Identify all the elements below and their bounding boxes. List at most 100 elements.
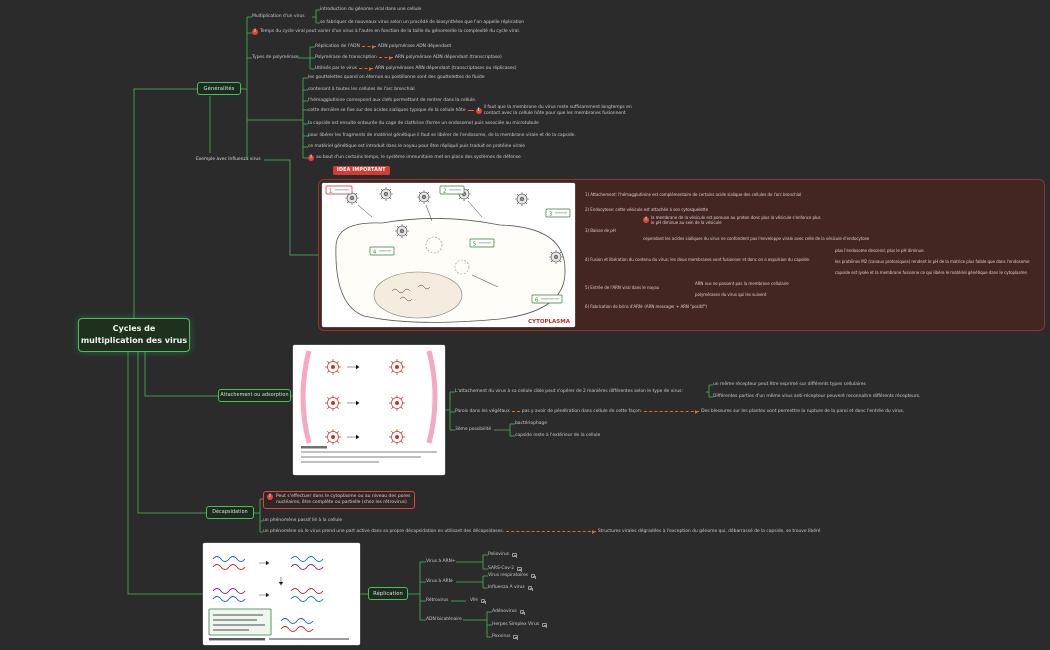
topic-decapsidation[interactable]: Décapsidation <box>206 506 254 519</box>
root-topic[interactable]: Cycles de multiplication des virus <box>78 318 190 352</box>
node-note-hemagglutinine[interactable]: l'hémagglutinine correspond aux clefs pe… <box>308 98 477 103</box>
virus-name: Herpes Simplex Virus <box>492 622 540 627</box>
endosome-icon <box>454 259 470 275</box>
node-step3-acides-sialiques[interactable]: cependant les acides sialiques du virus … <box>643 236 870 241</box>
node-vih[interactable]: VIH <box>470 598 486 604</box>
virus-name: SARS-Cov-2 <box>488 566 515 571</box>
virus-name: VIH <box>470 598 478 603</box>
node-note-arc-bronchial[interactable]: contenant à toutes les cellules de l'arc… <box>308 87 415 92</box>
node-step5-entree-arn[interactable]: 5) Entrée de l'ARN viral dans le noyau <box>585 285 660 290</box>
node-note-systeme-immunitaire[interactable]: ! au bout d'un certains temps, le systèm… <box>308 155 521 161</box>
node-herpes-simplex-virus[interactable]: Herpes Simplex Virus <box>492 622 547 628</box>
svg-text:4: 4 <box>373 250 376 256</box>
node-polymerase-transcription[interactable]: Polymérase de transcription ARN polyméra… <box>315 55 502 61</box>
topic-attachement[interactable]: Attachement ou adsorption <box>218 389 291 402</box>
decapsidation-alert-text: Peut s'effectuer dans le cytoplasme ou a… <box>276 494 411 505</box>
node-step3-baisse-ph[interactable]: 3) Baisse de pH <box>585 228 616 233</box>
alert-icon: ! <box>643 217 649 223</box>
cell-nucleus-icon <box>373 271 463 319</box>
node-attachement-modes[interactable]: L'attachement du virus à sa cellule cibl… <box>455 389 683 394</box>
node-note-acides-sialiques[interactable]: cette dernière se fixe sur des acides si… <box>308 105 644 116</box>
topic-generalites[interactable]: Généralités <box>197 82 241 95</box>
node-phenomene-actif[interactable]: un phénomène où le virus prend une part … <box>263 529 820 535</box>
figure-attachment-image[interactable] <box>293 345 445 475</box>
flow-arrows-icon <box>347 364 360 440</box>
node-step5-polymerases[interactable]: polymérases du virus qui les suivent <box>695 292 767 297</box>
orange-dash-arrow <box>644 409 700 414</box>
figure-caption-bars <box>209 638 349 641</box>
actif-note: Structures virales dégradées à l'excepti… <box>597 529 821 534</box>
node-polymerase-virus[interactable]: Utilisés par le virus ARN polymérases AR… <box>315 66 516 72</box>
node-adenovirus[interactable]: Adénovirus <box>492 609 525 615</box>
alert-icon: ! <box>252 29 258 35</box>
virus-name: Poliovirus <box>488 552 510 557</box>
node-influenza-a-virus[interactable]: Influenza A virus <box>488 585 533 591</box>
node-step4-endosome-ph[interactable]: plus l'endosome descend, plus le pH dimi… <box>835 248 925 253</box>
poly-right: ARN polymérases ARN dépendant (transcrip… <box>374 66 517 71</box>
virus-name: Poxvirus <box>492 634 511 639</box>
link-icon[interactable] <box>480 598 486 604</box>
node-note-noyau[interactable]: ce matériel génétique est introduit dans… <box>308 144 525 149</box>
figure-replication-image[interactable] <box>203 543 360 645</box>
topic-replication[interactable]: Réplication <box>368 587 408 600</box>
node-troisieme-possibilite[interactable]: 3ème possibilité <box>455 427 492 432</box>
link-icon[interactable] <box>517 566 522 572</box>
link-icon[interactable] <box>519 609 525 615</box>
node-step5-arn-nus[interactable]: ARN nus ne passent pas la membrane cellu… <box>695 281 789 286</box>
node-temps-cycle[interactable]: ! Temps du cycle viral peut varier d'un … <box>252 29 520 35</box>
node-step1-attachement[interactable]: 1) Attachement: l'hémagglutinine est com… <box>585 192 802 197</box>
idea-important-badge[interactable]: IDEA IMPORTANT <box>333 166 390 175</box>
node-virus-arn-moins[interactable]: Virus à ARN- <box>426 579 454 584</box>
node-differentes-parties[interactable]: Différentes parties d'un même virus anti… <box>713 394 921 399</box>
node-meme-recepteur[interactable]: un même récepteur peut être exprimé sur … <box>713 382 866 387</box>
node-parois-vegetaux[interactable]: Parois dans les végétaux pas y avoir de … <box>455 409 904 415</box>
node-retrovirus[interactable]: Rétrovirus <box>426 598 449 603</box>
note-immunitaire-label: au bout d'un certains temps, le système … <box>316 155 521 161</box>
figure1-step-markers: 1 2 3 4 5 6 <box>325 185 571 304</box>
poly-left: Utilisés par le virus <box>315 66 357 71</box>
poly-left: Réplication de l'ADN <box>315 44 360 49</box>
rna-squiggles-icon <box>391 284 431 302</box>
node-exemple-influenza[interactable]: Exemple avec Influenza virus <box>196 157 261 162</box>
node-note-liberer-fragments[interactable]: pour libérer les fragments de matériel g… <box>308 133 576 138</box>
node-step4-capside-lysee[interactable]: capside est lysée et la membrane fusionn… <box>835 270 1027 275</box>
node-poliovirus[interactable]: Poliovirus <box>488 552 517 558</box>
rna-strand-waves <box>212 556 324 632</box>
node-step4-fusion[interactable]: 4) Fusion et libération du contenu du vi… <box>585 257 811 262</box>
node-bacteriophage[interactable]: bactériophage <box>515 421 547 426</box>
link-icon[interactable] <box>512 552 517 558</box>
node-polymerase-adn[interactable]: Réplication de l'ADN ADN polymérase ADN … <box>315 44 451 50</box>
node-poxvirus[interactable]: Poxvirus <box>492 634 518 640</box>
svg-text:3: 3 <box>549 212 552 218</box>
node-step2-endocytose[interactable]: 2) Endocytose: cette vésicule est attach… <box>585 207 708 212</box>
orange-dash-arrow <box>361 44 376 49</box>
node-adn-bicatenaire[interactable]: ADN bicaténaire <box>426 617 462 622</box>
node-fabrication-virus[interactable]: se fabriquer de nouveaux virus selon un … <box>320 20 525 25</box>
link-icon[interactable] <box>513 634 518 640</box>
node-note-gouttelettes[interactable]: les gouttelettes quand on éternue ou pos… <box>308 75 485 80</box>
node-decapsidation-alert[interactable]: ! Peut s'effectuer dans le cytoplasme ou… <box>263 491 415 509</box>
node-note-clathrine[interactable]: la capside est ensuite entourée du cage … <box>308 121 539 126</box>
poly-left: Polymérase de transcription <box>315 55 377 60</box>
figure-influenza-cycle-image[interactable]: 1 2 3 4 5 6 CYTOPLASMA <box>322 183 575 327</box>
orange-dash-arrow <box>358 66 373 71</box>
note-fixe-label: cette dernière se fixe sur des acides si… <box>308 107 466 113</box>
node-multiplication-virus[interactable]: Multiplication d'un virus <box>252 14 305 19</box>
node-phenomene-passif[interactable]: un phénomène passif lié à la cellule <box>263 518 343 523</box>
virus-name: Adénovirus <box>492 609 517 614</box>
node-capside-exterieur[interactable]: capside reste à l'extérieur de la cellul… <box>515 433 601 438</box>
link-icon[interactable] <box>527 585 533 591</box>
figure-caption-bars <box>301 446 437 463</box>
node-step3-membrane-poreuse[interactable]: ! la membrane de la vésicule est poreuse… <box>643 215 821 225</box>
svg-text:5: 5 <box>473 242 476 248</box>
node-types-polymerase[interactable]: Types de polymérase <box>252 55 299 60</box>
link-icon[interactable] <box>530 573 536 579</box>
node-step6-fabrication-arn[interactable]: 6) Fabrication de brins d'ARN- (ARN mess… <box>585 304 708 309</box>
node-introduction-genome[interactable]: introduction du génome viral dans une ce… <box>320 7 422 12</box>
link-icon[interactable] <box>542 622 547 628</box>
membrane-icon <box>300 350 312 444</box>
node-virus-arn-plus[interactable]: Virus à ARN+ <box>426 559 456 564</box>
node-virus-respiratoires[interactable]: Virus respiratoires <box>488 573 536 579</box>
node-sars-cov-2[interactable]: SARS-Cov-2 <box>488 566 522 572</box>
node-step4-proteines-m2[interactable]: les protéines M2 (canaux protoniques) re… <box>835 259 1030 264</box>
